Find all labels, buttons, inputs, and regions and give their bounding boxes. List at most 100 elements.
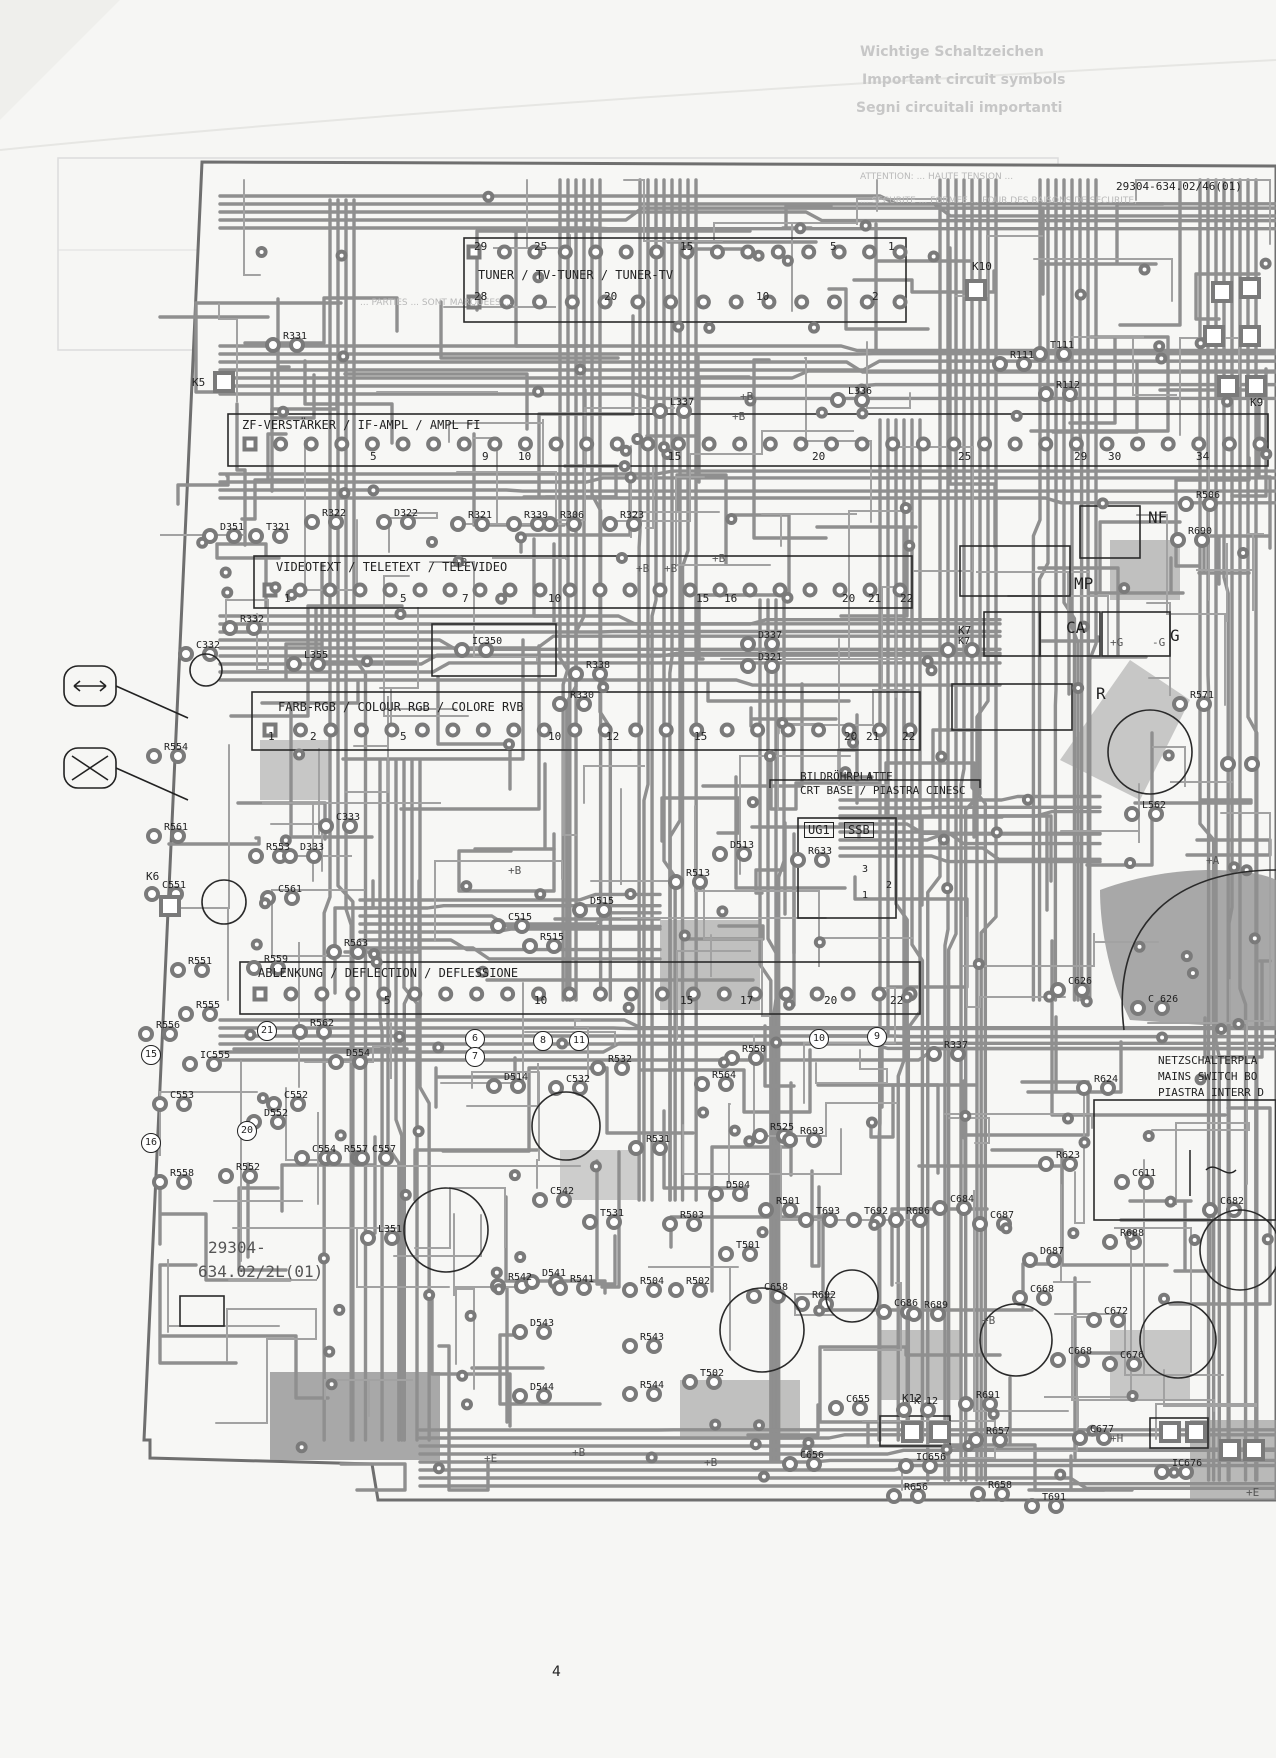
solder-pad xyxy=(478,725,489,736)
solder-pad xyxy=(508,518,520,530)
component-label: C515 xyxy=(508,912,532,923)
solder-pad xyxy=(621,462,629,470)
pin-number: 34 xyxy=(1196,450,1209,463)
solder-pad xyxy=(1239,549,1247,557)
component-label: R552 xyxy=(236,1162,260,1173)
solder-pad xyxy=(1243,866,1251,874)
solder-pad xyxy=(337,1131,345,1139)
ghost-doc-line: ... PARTIES ... SONT MARQUEES ... xyxy=(360,298,512,308)
solder-pad xyxy=(755,1421,763,1429)
solder-pad xyxy=(624,1284,636,1296)
solder-pad xyxy=(848,1214,860,1226)
solder-pad xyxy=(748,1290,760,1302)
solder-pad xyxy=(551,439,562,450)
solder-pad xyxy=(279,408,287,416)
solder-pad xyxy=(621,247,632,258)
solder-pad xyxy=(1213,283,1231,301)
solder-pad xyxy=(489,439,500,450)
crt-pin-label: SSB xyxy=(844,822,874,838)
solder-pad xyxy=(704,439,715,450)
component-label: D554 xyxy=(346,1048,370,1059)
solder-pad xyxy=(298,1443,306,1451)
net-label: +A xyxy=(1206,854,1219,867)
pin-number: 30 xyxy=(1108,450,1121,463)
solder-pad xyxy=(514,1390,526,1402)
pin-number: 20 xyxy=(824,994,837,1007)
solder-pad xyxy=(1189,969,1197,977)
solder-pad xyxy=(1074,1432,1086,1444)
solder-pad xyxy=(785,1001,793,1009)
solder-pad xyxy=(222,568,230,576)
component-label: T502 xyxy=(700,1368,724,1379)
section-label-deflection: ABLENKUNG / DEFLECTION / DEFLESSIONE xyxy=(258,966,518,980)
component-label: T321 xyxy=(266,522,290,533)
solder-pad xyxy=(1230,863,1238,871)
solder-pad xyxy=(624,1340,636,1352)
component-label: IC676 xyxy=(1172,1458,1202,1469)
pcb-trace xyxy=(1208,180,1209,1480)
solder-pad xyxy=(495,1285,503,1293)
solder-pad xyxy=(918,439,929,450)
component-label: R543 xyxy=(640,1332,664,1343)
solder-pad xyxy=(754,1130,766,1142)
component-label: R571 xyxy=(1190,690,1214,701)
solder-pad xyxy=(664,1218,676,1230)
solder-pad xyxy=(492,920,504,932)
solder-pad xyxy=(180,1008,192,1020)
component-label: R623 xyxy=(1056,1150,1080,1161)
solder-pad xyxy=(497,595,505,603)
solder-pad xyxy=(250,850,262,862)
net-label: +B xyxy=(454,556,467,569)
component-label: D351 xyxy=(220,522,244,533)
solder-pad xyxy=(1126,808,1138,820)
ghost-header-it: Segni circuitali importanti xyxy=(856,100,1062,116)
solder-pad xyxy=(974,1218,986,1230)
pin-number: 20 xyxy=(604,290,617,303)
solder-pad xyxy=(674,323,682,331)
solder-pad xyxy=(1034,348,1046,360)
solder-pad xyxy=(320,820,332,832)
solder-pad xyxy=(505,740,513,748)
component-label: C552 xyxy=(284,1090,308,1101)
solder-pad xyxy=(295,725,306,736)
solder-pad xyxy=(898,1404,910,1416)
solder-pad xyxy=(942,644,954,656)
pin-number: 25 xyxy=(958,450,971,463)
solder-pad xyxy=(595,989,606,1000)
component-label: R339 xyxy=(524,510,548,521)
solder-pad xyxy=(570,668,582,680)
solder-pad xyxy=(719,989,730,1000)
solder-pad xyxy=(760,1473,768,1481)
component-label: T501 xyxy=(736,1240,760,1251)
solder-pad xyxy=(657,989,668,1000)
pin-number: 15 xyxy=(680,994,693,1007)
solder-pad xyxy=(335,1306,343,1314)
component-label: D552 xyxy=(264,1108,288,1119)
component-label: C668 xyxy=(1030,1284,1054,1295)
ghost-doc-line: ATTENTION: ... HAUTE TENSION ... xyxy=(860,172,1013,182)
component-label: R542 xyxy=(508,1272,532,1283)
solder-pad xyxy=(1157,355,1165,363)
pcb-trace xyxy=(220,1036,1276,1037)
solder-pad xyxy=(378,516,390,528)
solder-pad xyxy=(868,1119,876,1127)
pin-marker: 6 xyxy=(465,1029,485,1049)
component-label: D687 xyxy=(1040,1246,1064,1257)
solder-pad xyxy=(1013,412,1021,420)
component-label: R531 xyxy=(646,1134,670,1145)
solder-pad xyxy=(604,518,616,530)
component-label: R564 xyxy=(712,1070,736,1081)
solder-pad xyxy=(862,222,870,230)
solder-pad xyxy=(681,931,689,939)
ghost-header-en: Important circuit symbols xyxy=(862,72,1065,88)
solder-pad xyxy=(402,1191,410,1199)
component-label: R330 xyxy=(570,690,594,701)
solder-pad xyxy=(931,1423,949,1441)
component-label: R306 xyxy=(560,510,584,521)
solder-pad xyxy=(535,585,546,596)
component-label: D504 xyxy=(726,1180,750,1191)
component-label: D333 xyxy=(300,842,324,853)
pin-number: 5 xyxy=(400,730,407,743)
solder-pad xyxy=(1170,1469,1178,1477)
component-label: C561 xyxy=(278,884,302,895)
